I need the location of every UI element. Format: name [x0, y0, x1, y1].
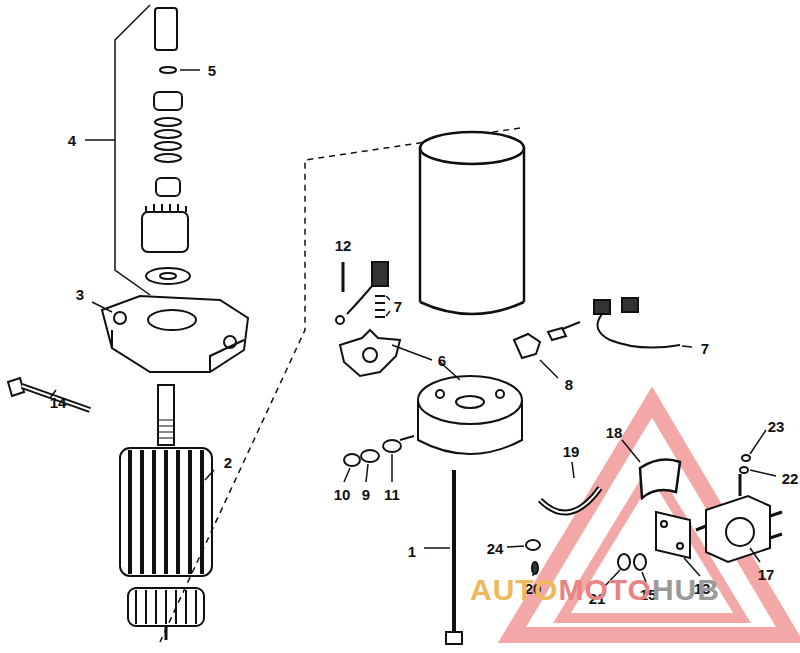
- callout-number: 4: [68, 133, 76, 148]
- callout-number: 18: [606, 425, 623, 440]
- watermark: HUB: [652, 575, 720, 605]
- callout-number: 7: [701, 341, 709, 356]
- callout-number: 9: [362, 487, 370, 502]
- callout-number: 6: [438, 353, 446, 368]
- callout-number: 5: [208, 63, 216, 78]
- callout-number: 24: [487, 541, 504, 556]
- callout-number: 17: [758, 567, 775, 582]
- callout-number: 11: [384, 487, 400, 502]
- callout-number: 22: [782, 471, 799, 486]
- callout-number: 10: [334, 487, 351, 502]
- callout-number: 19: [563, 444, 580, 459]
- callout-number: 12: [335, 238, 352, 253]
- watermark: MOTO: [558, 575, 651, 605]
- callout-number: 7: [394, 299, 402, 314]
- callout-number: 3: [76, 287, 84, 302]
- callout-number: 23: [768, 419, 785, 434]
- callout-number: 14: [50, 395, 67, 410]
- callout-number: 2: [224, 455, 232, 470]
- watermark: AUTO: [470, 575, 558, 605]
- callout-number: 8: [565, 377, 573, 392]
- callout-number: 1: [408, 544, 416, 559]
